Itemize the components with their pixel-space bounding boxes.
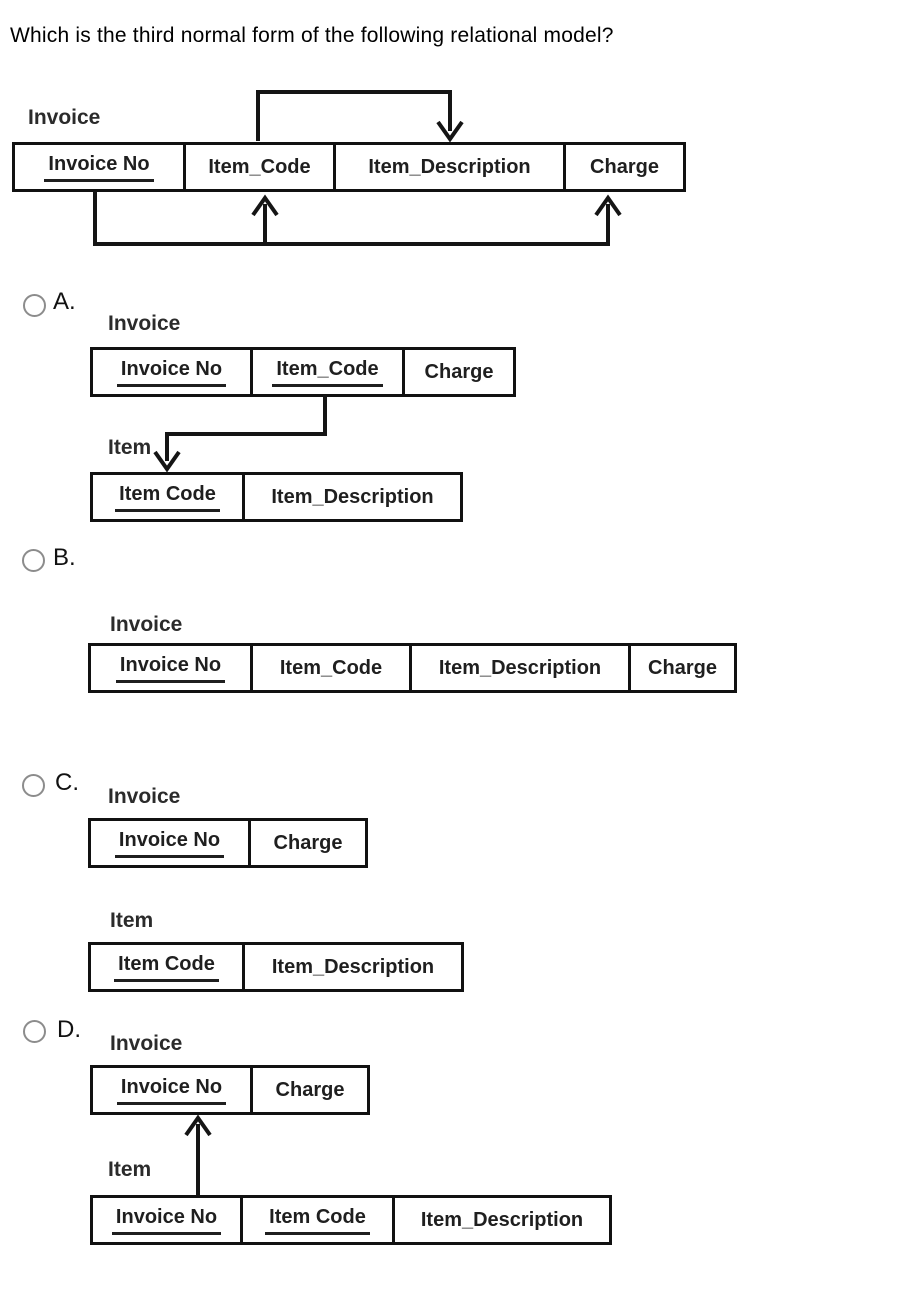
arrow-d-itemtable-to-invoice [184, 1114, 212, 1196]
option-a-invoice-table: Invoice No Item_Code Charge [90, 347, 516, 397]
option-d-item-label: Item [108, 1158, 152, 1181]
column-name: Invoice No [115, 654, 226, 683]
arrowhead-icon [436, 120, 464, 143]
column-cell: Item Code [93, 475, 245, 519]
arrow-invoiceno-to-itemcode-and-charge [93, 191, 622, 246]
option-a-letter: A. [53, 288, 76, 315]
column-cell: Invoice No [91, 821, 251, 865]
column-cell: Charge [251, 821, 365, 865]
radio-button-option-c[interactable] [22, 774, 45, 797]
main-relation-table: Invoice No Item_Code Item_Description Charg… [12, 142, 686, 192]
column-name: Item_Description [271, 485, 434, 508]
column-name: Charge [275, 1078, 345, 1101]
arrowhead-icon [184, 1114, 212, 1137]
radio-button-option-b[interactable] [22, 549, 45, 572]
column-name: Invoice No [44, 153, 154, 182]
column-cell: Item_Description [412, 646, 631, 690]
column-cell: Item Code [91, 945, 245, 989]
radio-button-option-a[interactable] [23, 294, 46, 317]
column-cell: Invoice No [93, 350, 253, 394]
column-name: Item_Description [271, 955, 435, 978]
column-cell: Item_Description [395, 1198, 609, 1242]
column-cell: Item Code [243, 1198, 395, 1242]
arrowhead-icon [251, 194, 279, 217]
column-cell: Item_Code [253, 646, 412, 690]
option-a-invoice-label: Invoice [108, 312, 181, 335]
column-name: Item_Code [208, 155, 311, 178]
column-name: Item Code [114, 953, 219, 982]
column-name: Item_Code [272, 358, 383, 387]
option-a-item-label: Item [108, 436, 152, 459]
column-cell: Invoice No [15, 145, 186, 189]
main-table-name-label: Invoice [28, 106, 101, 129]
column-name: Invoice No [111, 1206, 222, 1235]
column-name: Charge [273, 831, 343, 854]
option-d-invoice-table: Invoice No Charge [90, 1065, 370, 1115]
column-cell: Invoice No [91, 646, 253, 690]
option-c-invoice-label: Invoice [108, 785, 181, 808]
column-name: Charge [648, 656, 717, 679]
option-d-item-table: Invoice No Item Code Item_Description [90, 1195, 612, 1245]
column-cell: Invoice No [93, 1068, 253, 1112]
question-text: Which is the third normal form of the fo… [10, 24, 614, 47]
column-cell: Charge [631, 646, 734, 690]
column-cell: Charge [253, 1068, 367, 1112]
column-cell: Invoice No [93, 1198, 243, 1242]
arrowhead-icon [594, 194, 622, 217]
option-d-letter: D. [57, 1016, 81, 1043]
column-name: Item_Description [368, 155, 531, 178]
option-c-letter: C. [55, 769, 79, 796]
option-c-item-table: Item Code Item_Description [88, 942, 464, 992]
column-name: Item Code [265, 1206, 370, 1235]
option-c-invoice-table: Invoice No Charge [88, 818, 368, 868]
column-name: Invoice No [114, 829, 225, 858]
column-cell: Item_Description [245, 475, 460, 519]
column-cell: Charge [566, 145, 683, 189]
column-name: Item_Description [420, 1208, 584, 1231]
radio-button-option-d[interactable] [23, 1020, 46, 1043]
column-name: Invoice No [116, 1076, 227, 1105]
column-cell: Item_Description [245, 945, 461, 989]
column-name: Item Code [115, 483, 220, 512]
column-cell: Charge [405, 350, 513, 394]
column-name: Charge [590, 155, 659, 178]
column-name: Invoice No [116, 358, 227, 387]
column-cell: Item_Description [336, 145, 566, 189]
column-name: Item_Code [279, 656, 383, 679]
option-d-invoice-label: Invoice [110, 1032, 183, 1055]
column-cell: Item_Code [186, 145, 336, 189]
option-b-invoice-table: Invoice No Item_Code Item_Description Charg… [88, 643, 737, 693]
column-name: Charge [424, 360, 494, 383]
option-b-invoice-label: Invoice [110, 613, 183, 636]
option-c-item-label: Item [110, 909, 154, 932]
arrow-itemcode-to-itemdescription [256, 90, 464, 143]
arrowhead-icon [153, 450, 181, 473]
arrow-a-itemcode-to-item-table [153, 395, 327, 473]
column-cell: Item_Code [253, 350, 405, 394]
option-a-item-table: Item Code Item_Description [90, 472, 463, 522]
option-b-letter: B. [53, 544, 76, 571]
column-name: Item_Description [438, 656, 602, 679]
